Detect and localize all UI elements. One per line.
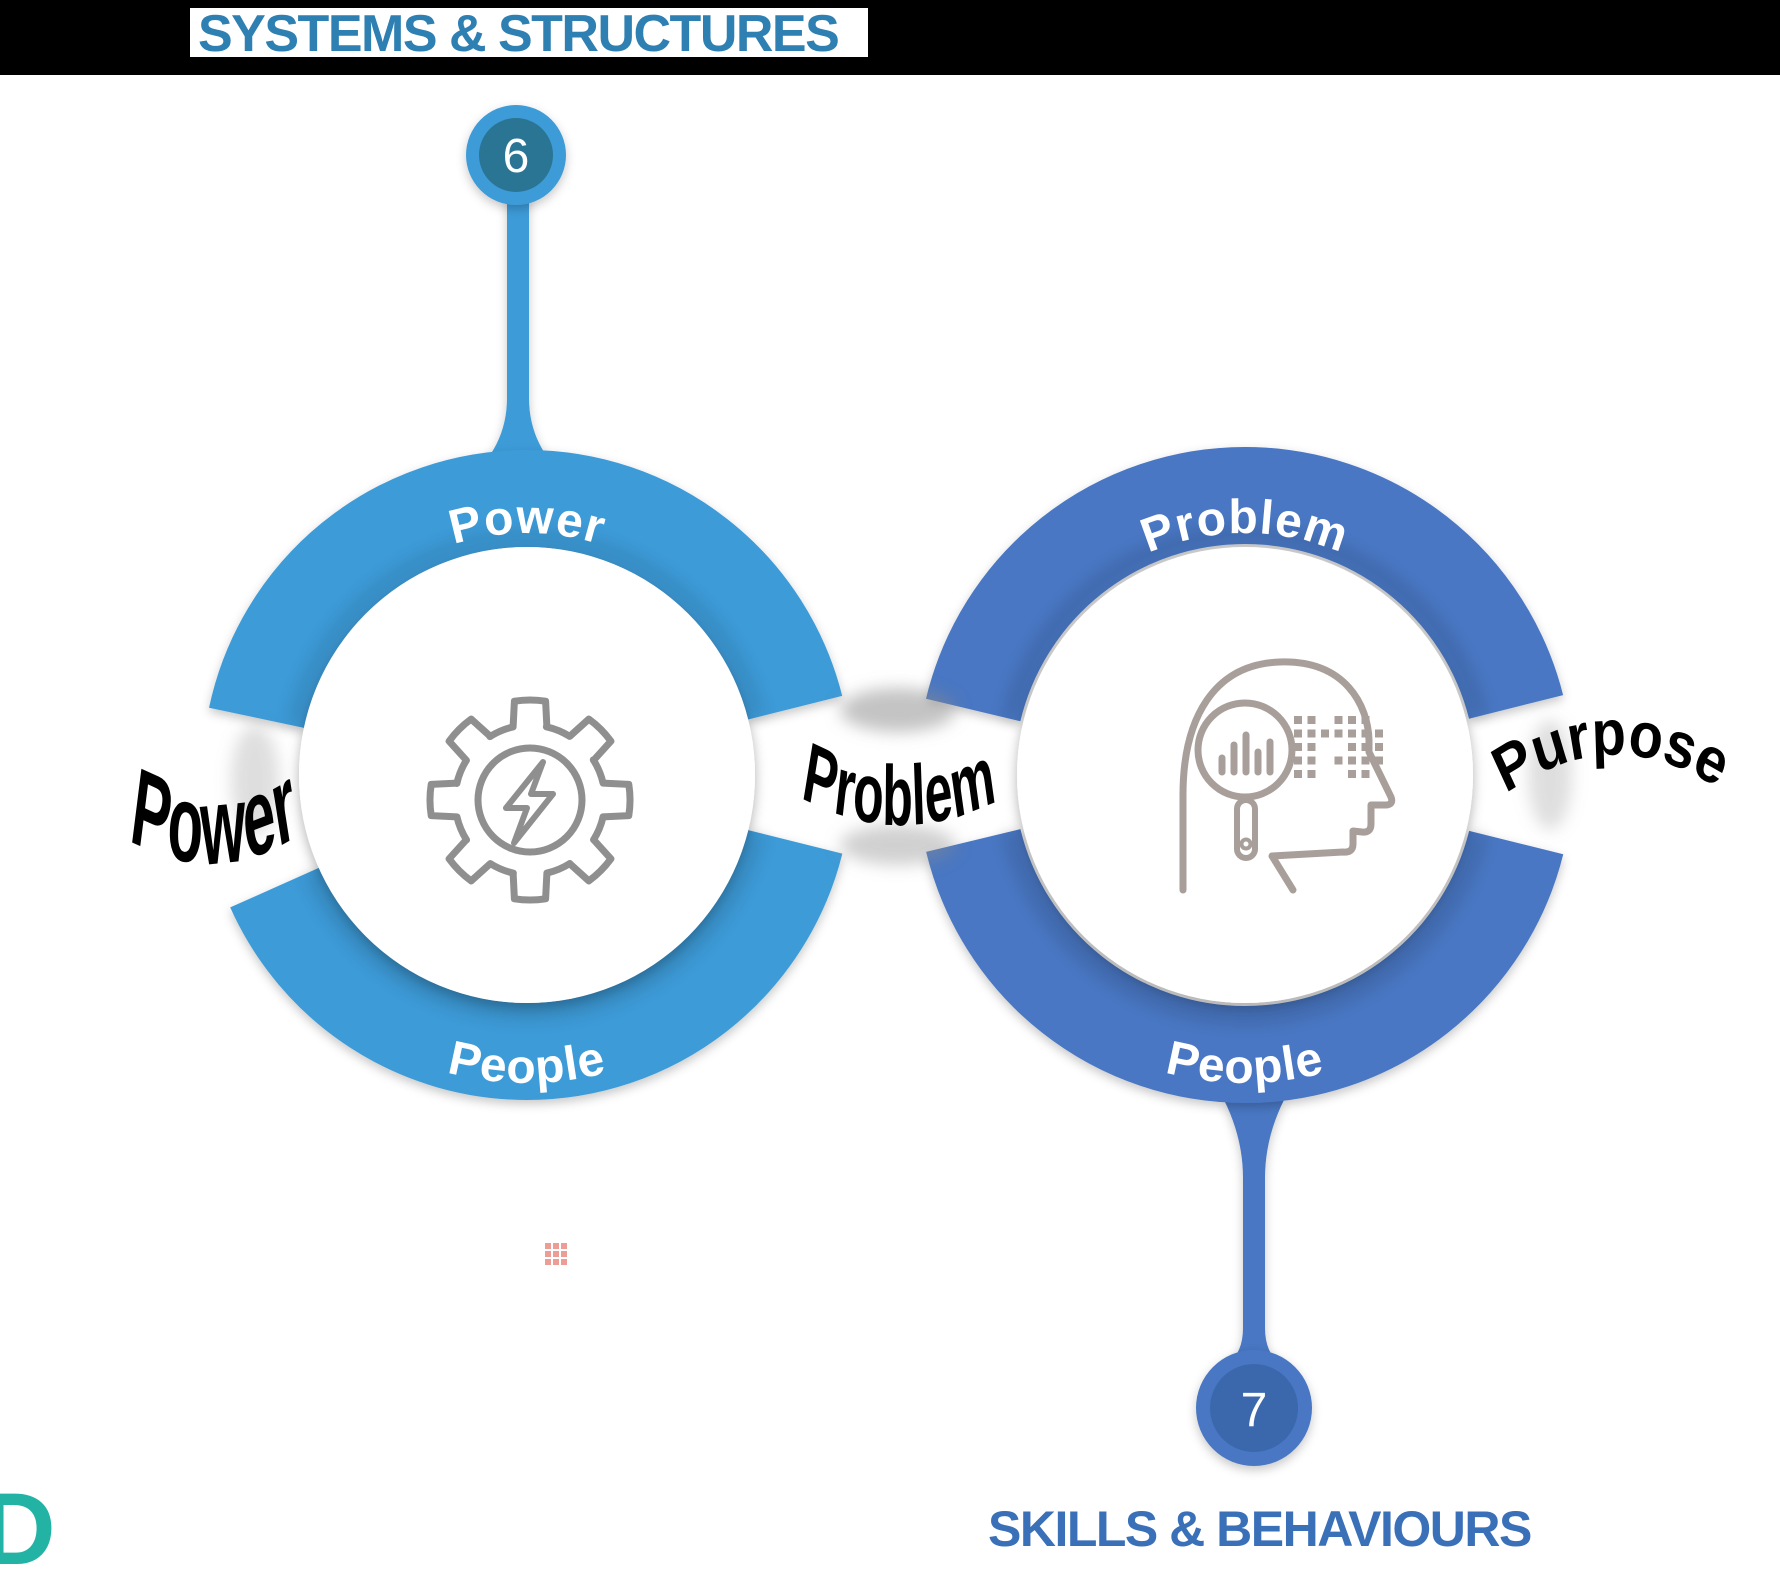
warped-problem-label: Problem	[798, 724, 1000, 844]
grid-icon	[545, 1243, 567, 1265]
magnifier-handle	[1234, 797, 1258, 861]
svg-text:Problem: Problem	[798, 724, 1000, 844]
gear-lightning-icon	[426, 696, 634, 904]
left-inner-circle	[299, 547, 755, 1003]
svg-text:Power: Power	[126, 739, 304, 889]
head-analysis-icon	[1179, 658, 1396, 894]
warped-purpose-label: Purpose	[1482, 696, 1741, 806]
title-notch: SYSTEMS & STRUCTURES	[190, 5, 868, 63]
badge-7: 7	[1196, 1350, 1312, 1466]
badge-6-inner	[479, 118, 553, 192]
left-ring	[202, 450, 852, 1100]
partial-letter-d: D	[0, 1472, 56, 1586]
badge-6: 6	[466, 105, 566, 205]
halftone-dots	[1294, 716, 1383, 778]
page-title: SYSTEMS & STRUCTURES	[198, 5, 840, 63]
magnifier-icon	[1194, 699, 1296, 801]
warped-power-label-group: Power	[126, 739, 304, 889]
badge-7-inner	[1210, 1364, 1298, 1452]
gap-shadows	[231, 688, 1572, 865]
warped-problem-label-group: Problem	[798, 724, 1000, 844]
diagram-svg: 6 Power People Problem People	[126, 105, 1741, 1466]
header-bar: SYSTEMS & STRUCTURES	[0, 0, 1780, 75]
badge-7-number: 7	[1241, 1384, 1268, 1437]
stem-right	[1224, 1095, 1284, 1364]
right-ring	[917, 447, 1573, 1103]
bar-chart-icon	[1218, 731, 1274, 776]
lightning-bolt-icon	[503, 759, 556, 846]
skills-title: SKILLS & BEHAVIOURS	[988, 1501, 1532, 1557]
stem-left	[465, 190, 571, 482]
badge-6-number: 6	[503, 130, 530, 183]
svg-text:Purpose: Purpose	[1482, 696, 1741, 806]
warped-power-label: Power	[126, 739, 304, 889]
warped-purpose-label-group: Purpose	[1482, 696, 1741, 806]
